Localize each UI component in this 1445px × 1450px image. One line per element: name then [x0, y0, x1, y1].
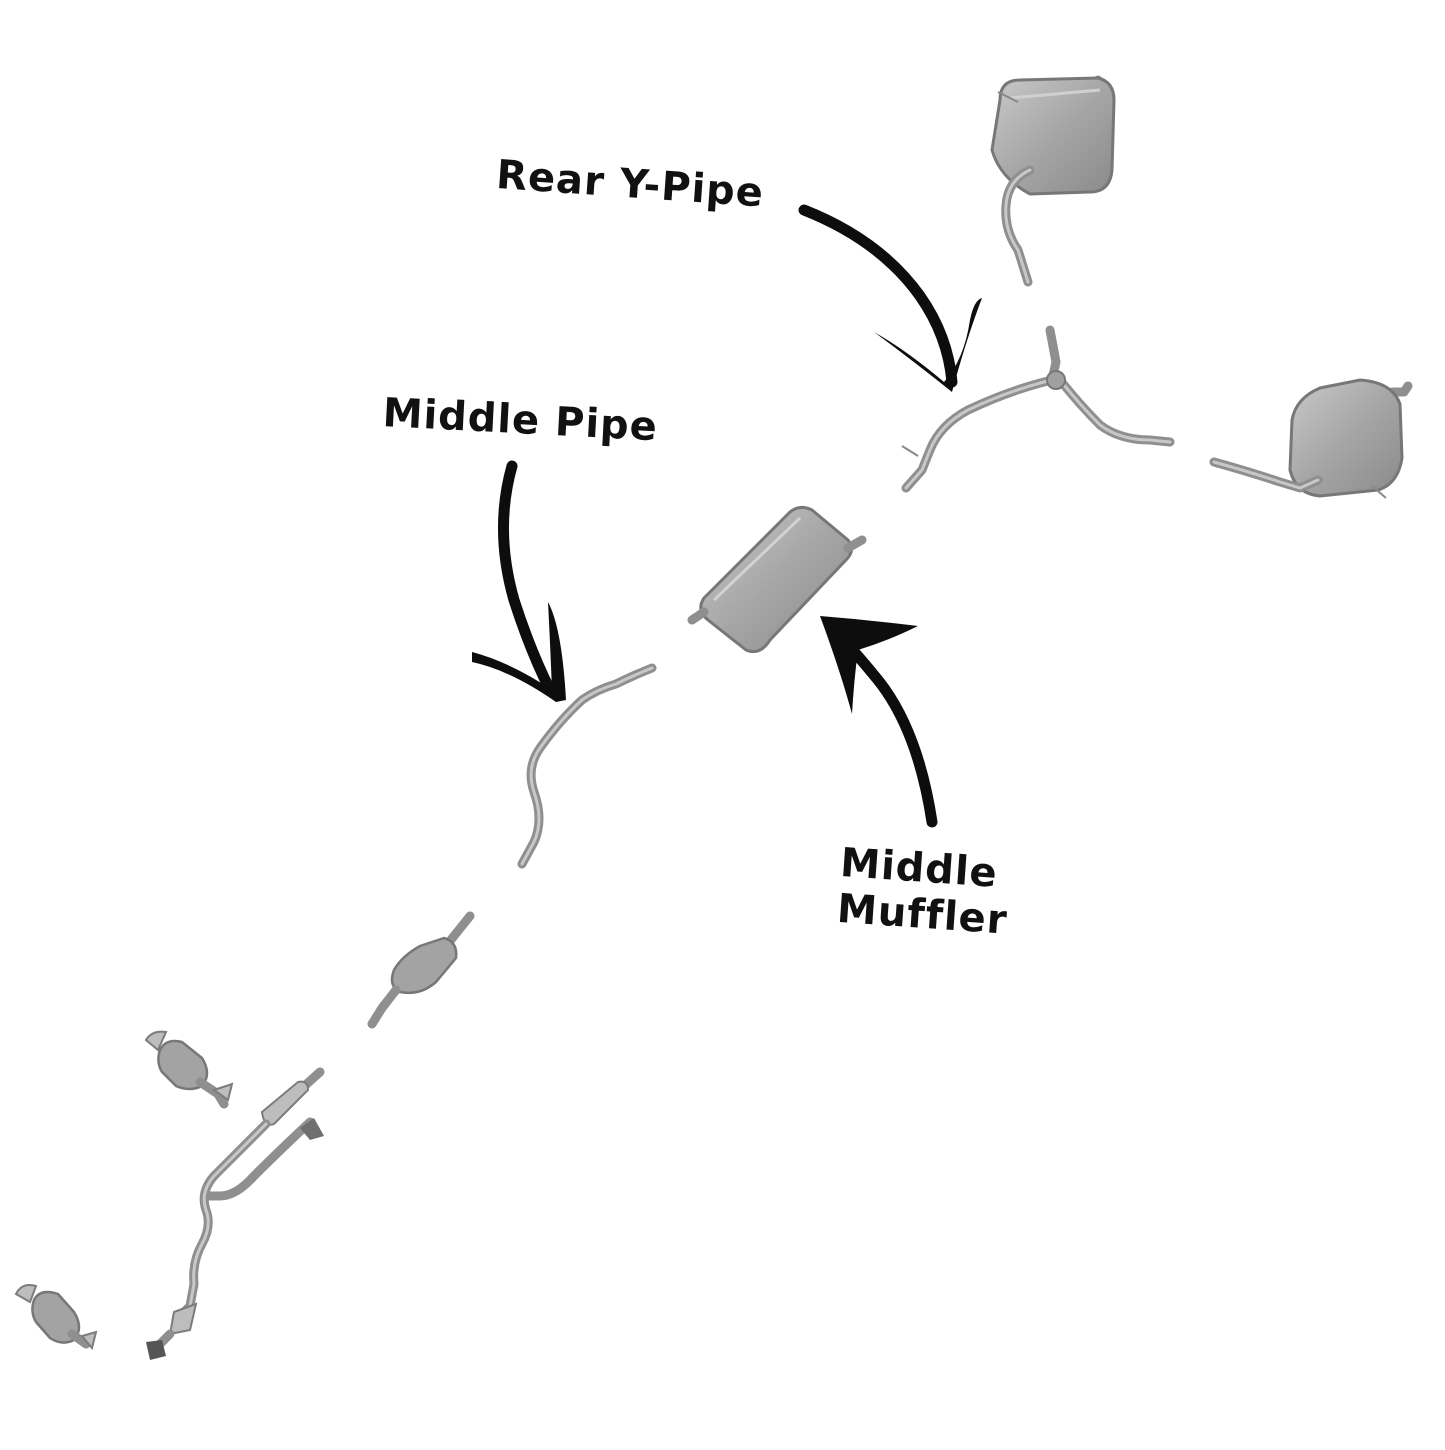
- middle-pipe: [517, 663, 657, 869]
- catalytic-converter-left-upper: [144, 1030, 234, 1109]
- middle-pipe-arrow: [472, 460, 566, 702]
- front-y-pipe: [146, 1067, 325, 1360]
- middle-muffler: [687, 505, 867, 654]
- middle-muffler-arrow: [820, 616, 938, 828]
- catalytic-converter-left-lower: [14, 1284, 98, 1351]
- rear-y-pipe: [901, 325, 1175, 493]
- rear-muffler-upper: [990, 75, 1116, 287]
- middle-muffler-label: Middle Muffler: [836, 840, 1013, 944]
- rear-y-pipe-arrow: [798, 204, 982, 392]
- rear-muffler-right: [1209, 378, 1413, 499]
- catalytic-converter-middle: [367, 911, 475, 1029]
